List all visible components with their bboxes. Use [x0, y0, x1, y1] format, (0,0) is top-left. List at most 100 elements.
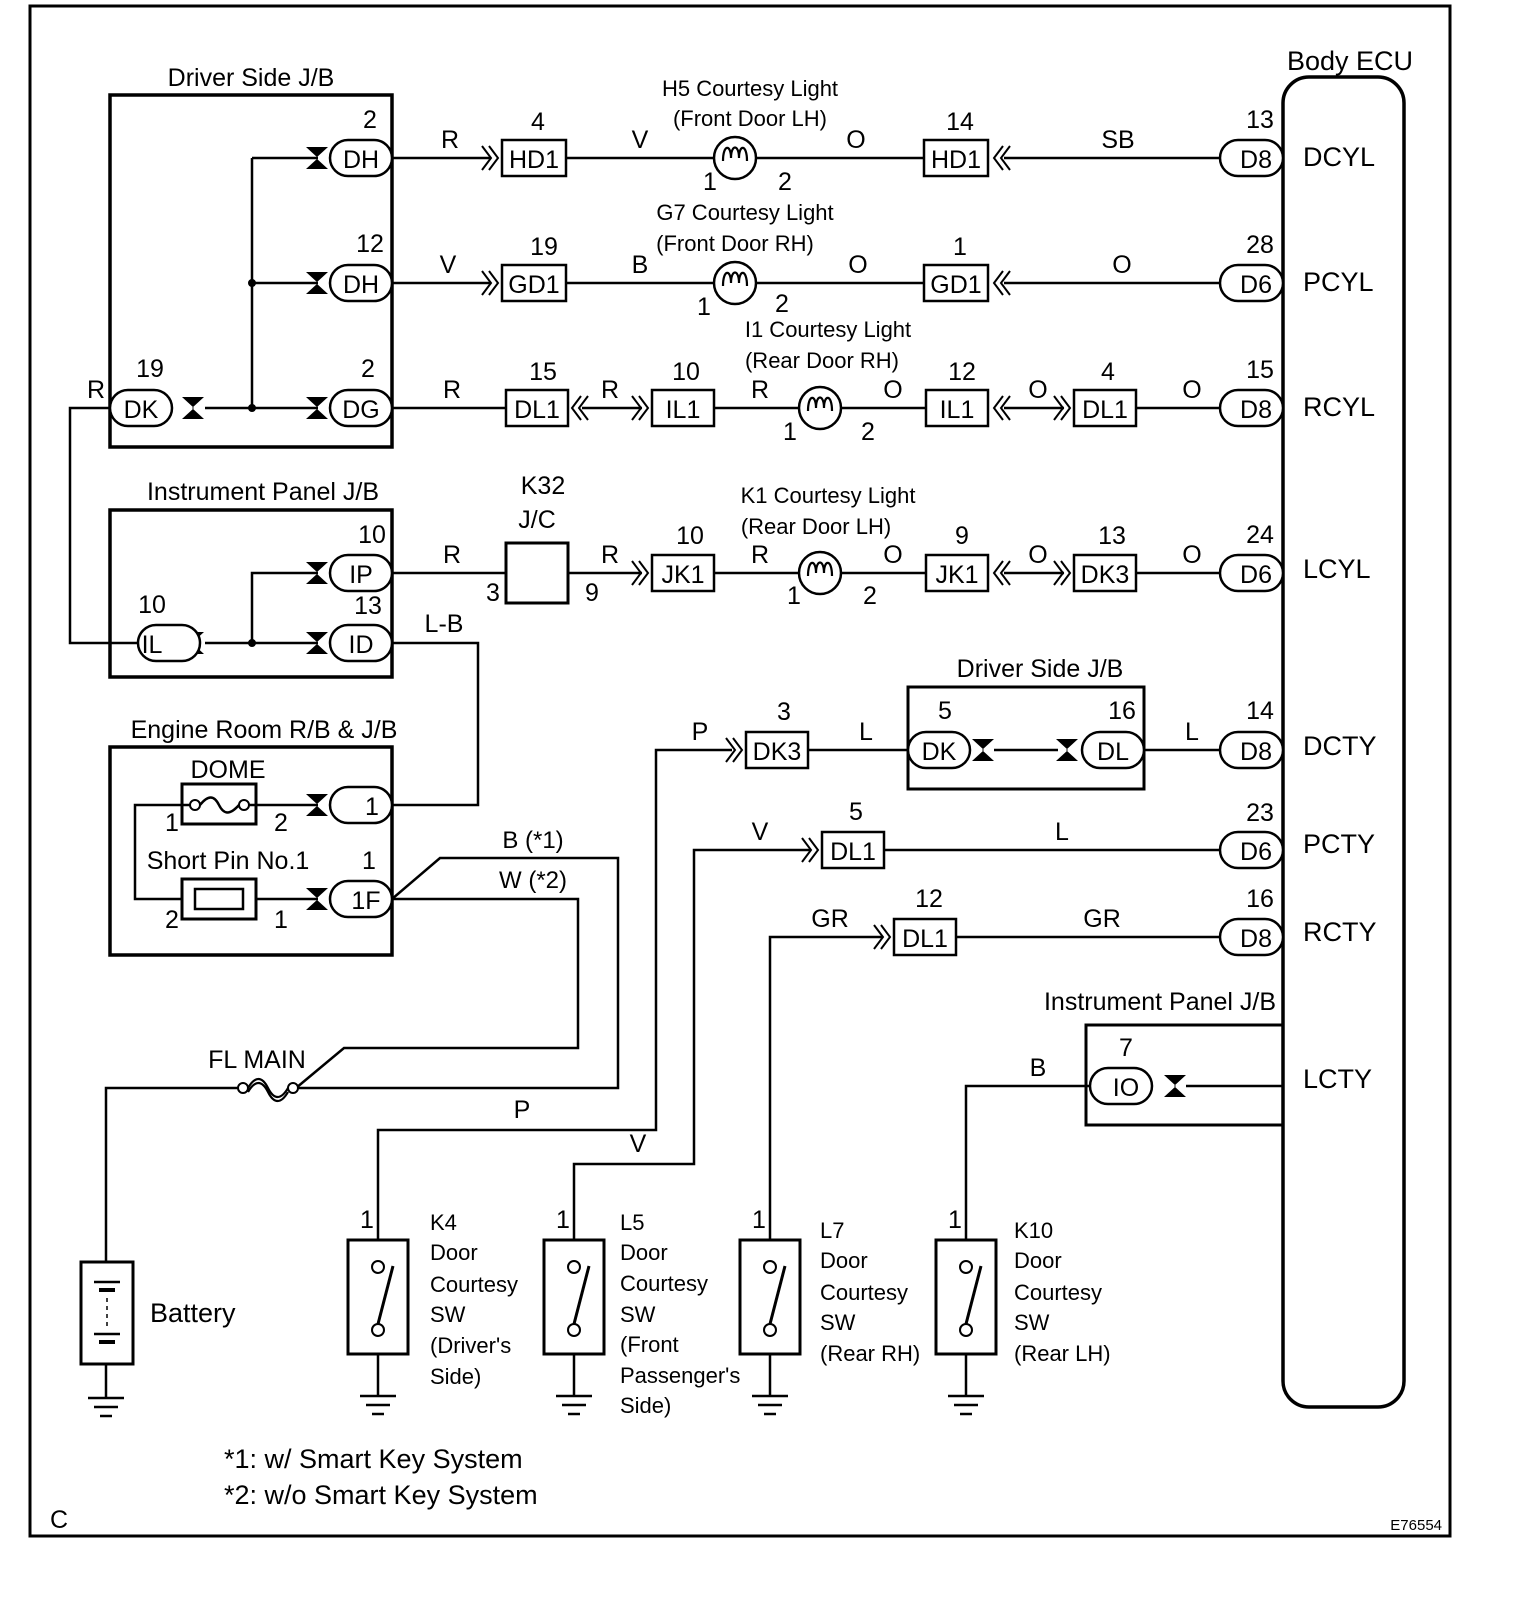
svg-text:23: 23 [1246, 799, 1274, 827]
svg-text:16: 16 [1246, 885, 1274, 913]
svg-text:Side): Side) [620, 1393, 671, 1418]
svg-text:DOME: DOME [191, 756, 266, 784]
ecu-terminal-rcty: RCTY [1303, 917, 1377, 947]
svg-text:5: 5 [849, 798, 863, 826]
svg-text:Side): Side) [430, 1364, 481, 1389]
svg-text:1: 1 [556, 1206, 570, 1234]
conn-d8-14: D8 [1218, 730, 1285, 770]
svg-text:D6: D6 [1240, 561, 1272, 589]
ecu-terminal-dcyl: DCYL [1303, 142, 1375, 172]
svg-text:(Rear Door RH): (Rear Door RH) [745, 348, 899, 373]
svg-text:JK1: JK1 [661, 561, 704, 589]
svg-text:K4: K4 [430, 1210, 457, 1235]
svg-text:9: 9 [585, 579, 599, 607]
svg-text:(Rear RH): (Rear RH) [820, 1341, 920, 1366]
svg-text:V: V [632, 126, 649, 154]
svg-text:DG: DG [342, 396, 380, 424]
svg-text:2: 2 [165, 906, 179, 934]
driver-jb-bus [205, 156, 318, 410]
svg-text:O: O [846, 126, 865, 154]
svg-text:B (*1): B (*1) [502, 827, 563, 854]
svg-text:IO: IO [1113, 1074, 1139, 1102]
svg-text:10: 10 [676, 522, 704, 550]
conn-1f: 1F [328, 879, 394, 919]
svg-text:Door: Door [430, 1240, 478, 1265]
conn-dl1-5: DL1 [820, 830, 886, 870]
conn-dl-16: DL [1080, 730, 1146, 770]
svg-text:13: 13 [1246, 106, 1274, 134]
instrument-panel-jb-box-2 [1084, 1023, 1283, 1127]
svg-text:4: 4 [531, 108, 545, 136]
k32-junction-connector [504, 541, 570, 605]
conn-io-7: IO [1088, 1066, 1154, 1106]
engine-room-jb-box [108, 745, 394, 957]
svg-text:Door: Door [620, 1240, 668, 1265]
svg-text:D6: D6 [1240, 271, 1272, 299]
svg-text:Door: Door [820, 1248, 868, 1273]
svg-text:28: 28 [1246, 231, 1274, 259]
svg-text:24: 24 [1246, 521, 1274, 549]
svg-text:19: 19 [530, 233, 558, 261]
switch-l7-label: L7 Door Courtesy SW (Rear RH) [820, 1218, 920, 1366]
svg-text:12: 12 [948, 358, 976, 386]
conn-d6-24: D6 [1218, 263, 1285, 303]
svg-text:1: 1 [365, 793, 379, 821]
svg-text:SW: SW [430, 1302, 466, 1327]
svg-text:1: 1 [953, 233, 967, 261]
conn-jk1-8: JK1 [650, 553, 716, 593]
svg-text:O: O [1028, 376, 1047, 404]
svg-text:V: V [440, 251, 457, 279]
h5-courtesy-light-bulb [712, 135, 758, 181]
door-switch-k4: 1 [346, 1206, 410, 1416]
svg-text:Short Pin No.1: Short Pin No.1 [147, 847, 310, 875]
conn-dh-2: DH [328, 138, 394, 178]
conn-1: 1 [328, 785, 394, 825]
svg-text:GD1: GD1 [508, 271, 559, 299]
door-switch-l5: 1 [542, 1206, 606, 1416]
svg-text:12: 12 [356, 230, 384, 258]
instrument-panel-jb-box [108, 508, 394, 679]
svg-text:SW: SW [820, 1310, 856, 1335]
svg-text:IL1: IL1 [940, 396, 975, 424]
conn-il1-8: IL1 [650, 388, 716, 428]
door-switch-l7: 1 [738, 1206, 802, 1416]
svg-text:DL1: DL1 [514, 396, 560, 424]
svg-text:DL1: DL1 [1082, 396, 1128, 424]
svg-text:2: 2 [775, 290, 789, 318]
svg-text:O: O [883, 541, 902, 569]
conn-hd1-4: HD1 [500, 138, 568, 178]
svg-text:G7 Courtesy Light: G7 Courtesy Light [656, 200, 833, 225]
instrument-panel-jb-title-2: Instrument Panel J/B [1044, 988, 1276, 1016]
svg-text:15: 15 [529, 358, 557, 386]
svg-text:DH: DH [343, 146, 379, 174]
svg-text:(Rear LH): (Rear LH) [1014, 1341, 1111, 1366]
svg-text:3: 3 [486, 579, 500, 607]
conn-d6-23: D6 [1218, 830, 1285, 870]
svg-text:13: 13 [354, 592, 382, 620]
svg-text:1: 1 [360, 1206, 374, 1234]
svg-text:K32: K32 [521, 472, 565, 500]
conn-hd1-14: HD1 [922, 138, 990, 178]
svg-text:JK1: JK1 [935, 561, 978, 589]
svg-text:R: R [87, 376, 105, 404]
conn-jk1-9: JK1 [924, 553, 990, 593]
svg-text:HD1: HD1 [931, 146, 981, 174]
svg-text:O: O [1112, 251, 1131, 279]
svg-text:L: L [1185, 718, 1199, 746]
svg-text:1: 1 [703, 168, 717, 196]
svg-text:19: 19 [136, 355, 164, 383]
svg-text:2: 2 [361, 355, 375, 383]
conn-gd1-19: GD1 [500, 263, 568, 303]
body-ecu-title: Body ECU [1287, 46, 1413, 76]
svg-text:DL: DL [1097, 738, 1129, 766]
svg-text:O: O [1028, 541, 1047, 569]
svg-text:2: 2 [861, 418, 875, 446]
svg-text:R: R [601, 376, 619, 404]
svg-text:10: 10 [358, 521, 386, 549]
svg-text:SW: SW [620, 1302, 656, 1327]
svg-text:2: 2 [863, 582, 877, 610]
instrument-panel-jb-title: Instrument Panel J/B [147, 478, 379, 506]
svg-text:B: B [1030, 1054, 1047, 1082]
svg-text:GR: GR [1083, 905, 1121, 933]
